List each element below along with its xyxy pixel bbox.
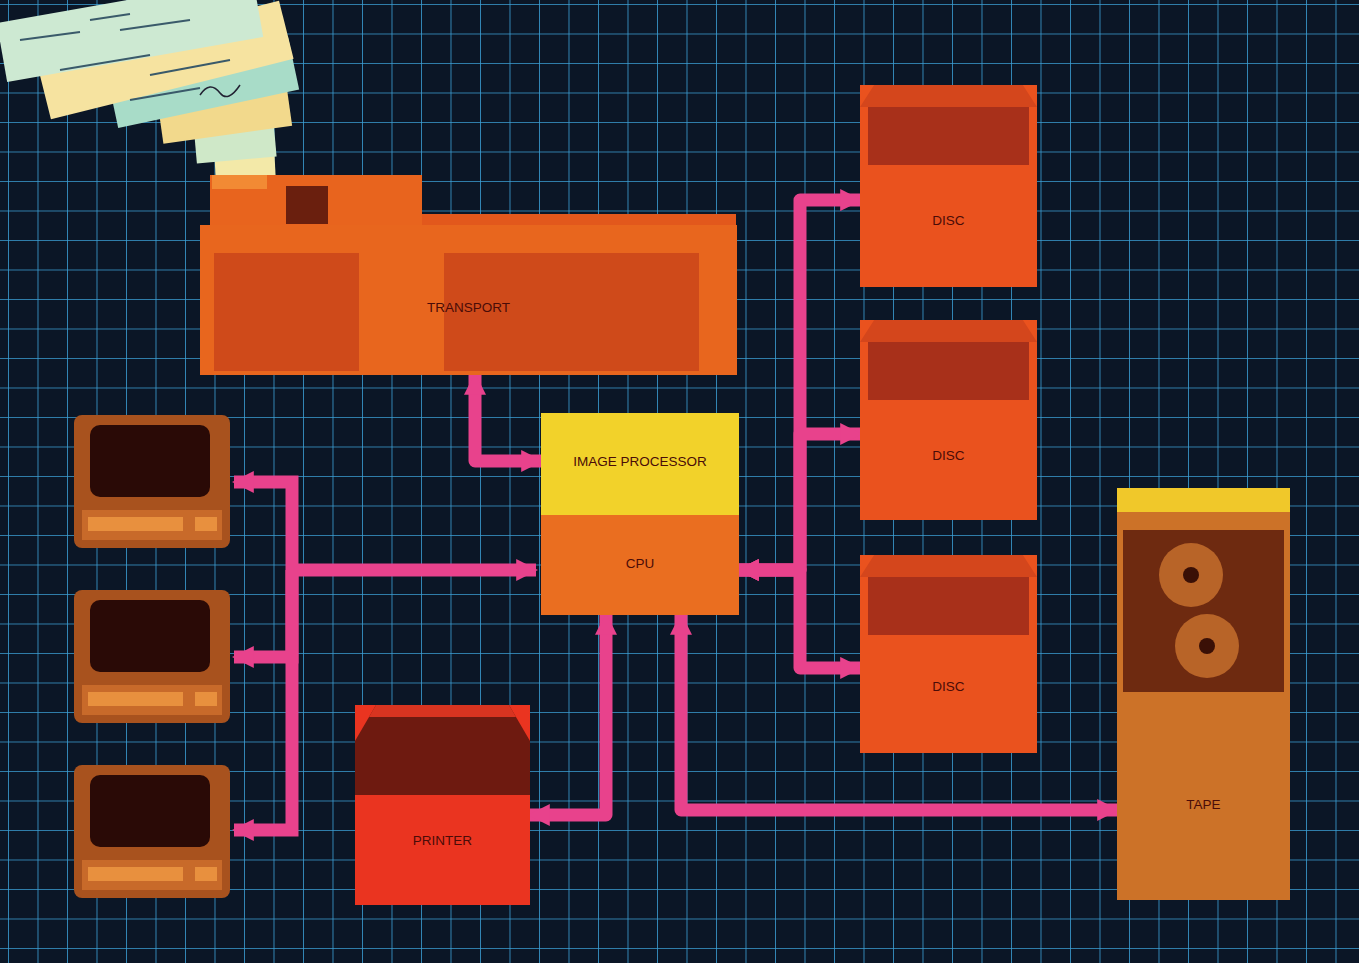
reel-hub	[1199, 638, 1215, 654]
node-label: IMAGE PROCESSOR	[541, 454, 739, 469]
panel	[214, 253, 359, 371]
disc-slot	[868, 577, 1029, 635]
transport-unit: TRANSPORT	[200, 225, 737, 375]
terminal	[74, 415, 230, 548]
disc-slot	[868, 107, 1029, 165]
node-label: DISC	[860, 679, 1037, 694]
terminal-bus	[234, 482, 536, 830]
bus-arrow	[739, 200, 860, 570]
node-label: DISC	[860, 213, 1037, 228]
printer-hood	[355, 705, 530, 795]
node-label: TAPE	[1117, 797, 1290, 812]
reel-hub	[1183, 567, 1199, 583]
node-label: CPU	[541, 556, 739, 571]
node-label: PRINTER	[355, 833, 530, 848]
bus-arrow	[739, 434, 860, 570]
disc-drive: DISC	[860, 555, 1037, 753]
cheque-stack	[0, 0, 299, 187]
bus-arrow	[739, 570, 860, 668]
tape-top	[1117, 488, 1290, 512]
terminal	[74, 590, 230, 723]
node-label: DISC	[860, 448, 1037, 463]
node-label: TRANSPORT	[200, 300, 737, 315]
disc-lid	[860, 320, 1037, 342]
bus-arrow	[530, 615, 606, 815]
printer-lid	[355, 705, 530, 717]
printer-unit: PRINTER	[355, 705, 530, 905]
terminal	[74, 765, 230, 898]
disc-lid	[860, 85, 1037, 107]
disc-slot	[868, 342, 1029, 400]
disc-lid	[860, 555, 1037, 577]
transport-feeder	[210, 175, 736, 227]
disc-drive: DISC	[860, 320, 1037, 520]
bus-arrow	[475, 375, 541, 461]
disc-drive: DISC	[860, 85, 1037, 287]
tape-drive: TAPE	[1117, 488, 1290, 900]
cpu-box: CPU	[541, 515, 739, 615]
image-processor-box: IMAGE PROCESSOR	[541, 413, 739, 515]
